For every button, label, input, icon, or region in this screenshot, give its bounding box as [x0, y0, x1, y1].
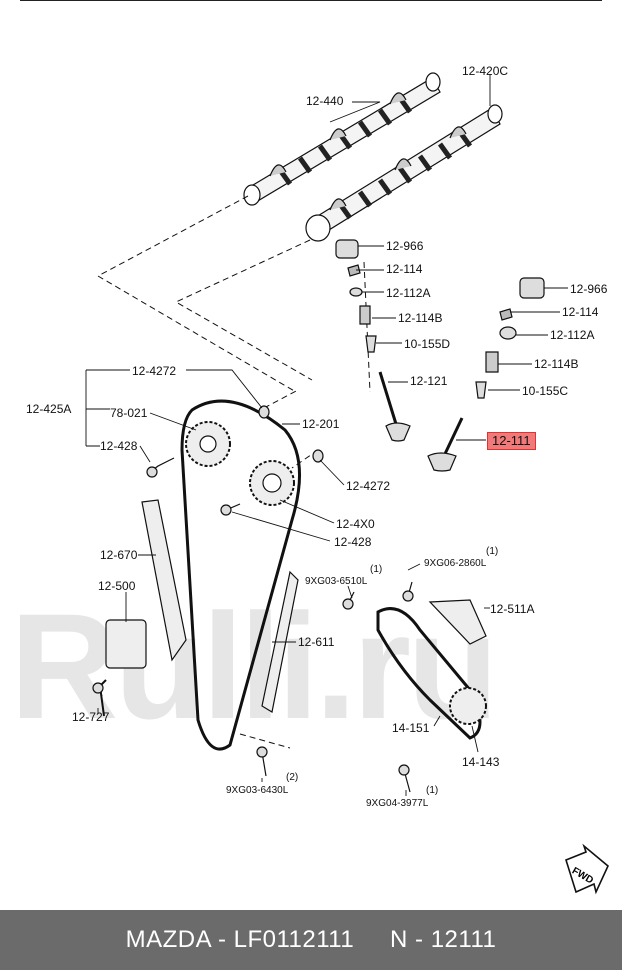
label-12-4X0: 12-4X0: [336, 517, 375, 531]
valve-train-right: [427, 277, 545, 472]
cam-sprocket-left: [185, 421, 231, 467]
label-10-155C: 10-155C: [522, 384, 569, 398]
label-14-151: 14-151: [392, 721, 430, 735]
label-12-425A: 12-425A: [26, 402, 72, 416]
label-12-201: 12-201: [302, 417, 340, 431]
oil-pump-chain: [376, 607, 487, 740]
label-12-428-left: 12-428: [100, 439, 138, 453]
label-12-121: 12-121: [410, 374, 448, 388]
watermark: Rulli.ru: [10, 582, 499, 750]
label-12-727: 12-727: [72, 710, 110, 724]
label-12-4272-top: 12-4272: [132, 364, 177, 378]
parts-diagram: FWD 12-440 12-420C 12-966 12-114 12-112A…: [26, 64, 609, 895]
label-78-021: 78-021: [110, 406, 148, 420]
label-12-428-right: 12-428: [334, 535, 372, 549]
timing-chain-main: [180, 399, 302, 751]
footer-text: MAZDA - LF0112111 N - 12111: [125, 926, 497, 953]
label-9XG03-6430L: 9XG03-6430L: [226, 785, 289, 796]
label-12-440: 12-440: [306, 94, 344, 108]
label-12-670: 12-670: [100, 548, 138, 562]
camshaft-exhaust: [305, 104, 503, 242]
label-9XG03-6510L-qty: (1): [370, 564, 383, 575]
label-12-511A: 12-511A: [490, 602, 535, 616]
label-9XG06-2860L-qty: (1): [486, 546, 499, 557]
label-9XG06-2860L: 9XG06-2860L: [424, 558, 487, 569]
label-12-112A-right: 12-112A: [550, 328, 595, 342]
label-14-143: 14-143: [462, 755, 500, 769]
label-12-611: 12-611: [298, 635, 335, 649]
label-9XG03-6430L-qty: (2): [286, 772, 299, 783]
cam-sprocket-right: [249, 460, 295, 506]
label-12-420C: 12-420C: [462, 64, 509, 78]
label-9XG03-6510L: 9XG03-6510L: [305, 576, 368, 587]
label-9XG04-3977L: 9XG04-3977L: [366, 798, 429, 809]
label-12-114B-left: 12-114B: [398, 311, 443, 325]
top-border-line: [20, 0, 602, 5]
oil-pump-tensioner: [428, 599, 487, 645]
label-12-114-right: 12-114: [562, 305, 599, 319]
bolts: [92, 405, 414, 793]
label-9XG04-3977L-qty: (1): [426, 785, 439, 796]
footer-part-number-bar: MAZDA - LF0112111 N - 12111: [0, 910, 622, 970]
label-12-966-left: 12-966: [386, 239, 424, 253]
label-12-111-highlighted[interactable]: 12-111: [487, 432, 536, 450]
diagram-drawing: FWD: [85, 72, 609, 895]
camshaft-intake: [243, 72, 441, 206]
fwd-arrow-icon: [565, 843, 609, 895]
label-12-4272-bottom: 12-4272: [346, 479, 391, 493]
tensioner: [95, 619, 147, 717]
label-12-112A-left: 12-112A: [386, 286, 431, 300]
chain-guide-left: [141, 499, 187, 662]
label-12-114B-right: 12-114B: [534, 357, 579, 371]
label-12-114-left: 12-114: [386, 262, 423, 276]
label-12-500: 12-500: [98, 579, 136, 593]
label-10-155D: 10-155D: [404, 337, 451, 351]
label-12-966-right: 12-966: [570, 282, 608, 296]
